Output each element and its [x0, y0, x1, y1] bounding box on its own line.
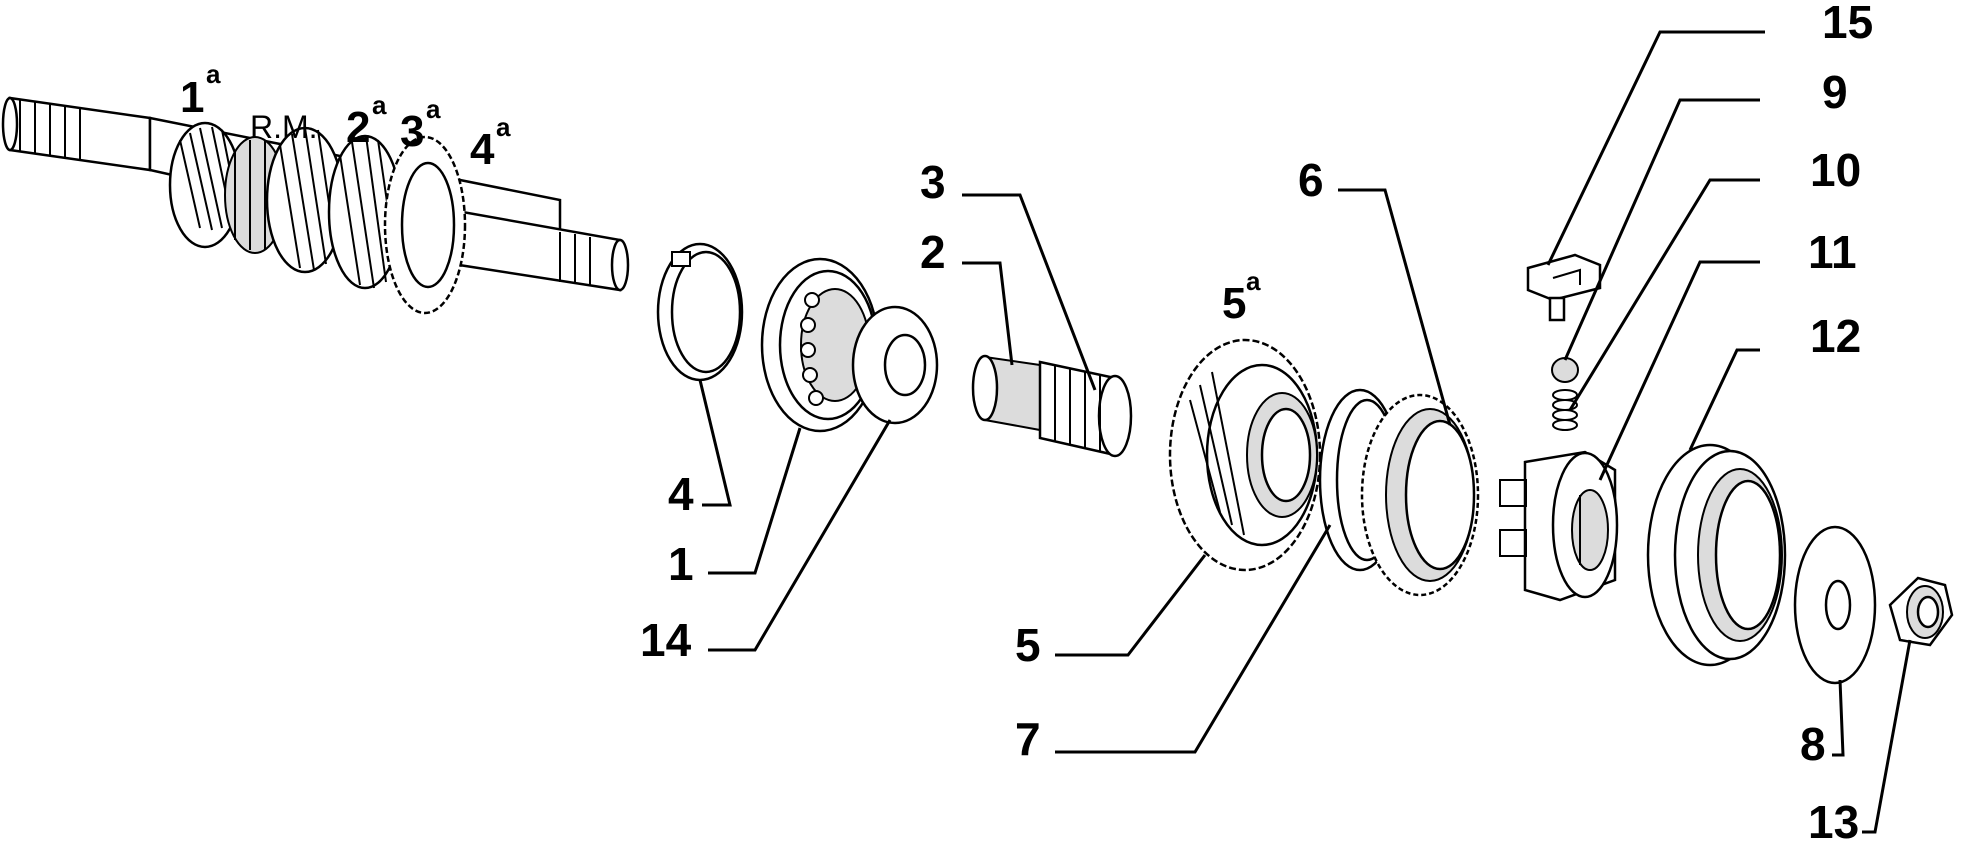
third-gear [327, 134, 403, 290]
callout-3: 3 [920, 156, 946, 208]
svg-text:4: 4 [470, 125, 495, 174]
svg-text:a: a [1246, 266, 1261, 296]
part-13-nut [1888, 576, 1954, 647]
gear-label-1: 1 a [180, 59, 221, 122]
callout-8: 8 [1800, 718, 1826, 770]
part-2-bushing [971, 354, 1041, 432]
second-gear [265, 126, 345, 274]
callout-13: 13 [1808, 796, 1859, 842]
part-15-key [1526, 253, 1602, 322]
leader-lines [698, 30, 1912, 834]
svg-text:a: a [496, 112, 511, 142]
callout-1: 1 [668, 538, 694, 590]
gear-label-reverse: R.M. [250, 109, 318, 145]
part-1-bearing [760, 257, 880, 433]
part-9-ball [1551, 357, 1579, 383]
svg-text:3: 3 [400, 107, 424, 156]
callout-5: 5 [1015, 619, 1041, 671]
callout-6: 6 [1298, 154, 1324, 206]
gear-label-3: 3 a [400, 94, 441, 156]
svg-text:5: 5 [1222, 279, 1246, 328]
fourth-gear [383, 135, 467, 315]
svg-text:a: a [206, 59, 221, 89]
svg-text:1: 1 [180, 73, 204, 122]
part-12-sleeve [1646, 443, 1787, 667]
part-8-washer [1793, 525, 1877, 685]
callout-2: 2 [920, 226, 946, 278]
part-6-baulk-ring [1360, 393, 1480, 597]
gear-label-2: 2 a [346, 90, 387, 152]
part-14-spacer-ring [851, 305, 939, 425]
part-3-needle-bearing [1038, 360, 1133, 458]
part-10-spring [1552, 389, 1578, 431]
callout-9: 9 [1822, 66, 1848, 118]
gear-label-5: 5 a [1222, 266, 1261, 328]
callout-12: 12 [1810, 310, 1861, 362]
part-5-fifth-gear [1168, 338, 1322, 572]
callout-11: 11 [1808, 226, 1857, 278]
callout-4: 4 [668, 468, 694, 520]
callout-15: 15 [1822, 0, 1873, 48]
callout-10: 10 [1810, 144, 1861, 196]
callout-14: 14 [640, 614, 692, 666]
svg-text:a: a [372, 90, 387, 120]
part-11-synchro-hub [1499, 450, 1619, 602]
svg-text:2: 2 [346, 103, 370, 152]
svg-text:a: a [426, 94, 441, 124]
callout-7: 7 [1015, 713, 1041, 765]
part-4-snap-ring [656, 242, 744, 382]
gear-label-4: 4 a [470, 112, 511, 174]
